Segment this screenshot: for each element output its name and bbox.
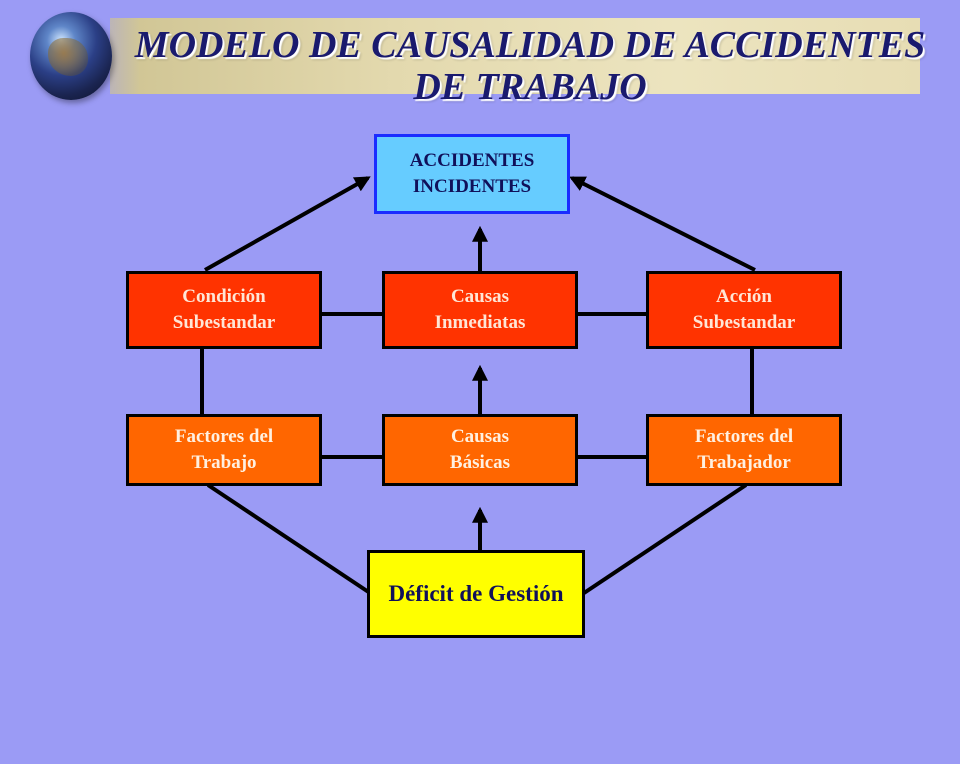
node-accidentes-incidentes: ACCIDENTES INCIDENTES (374, 134, 570, 214)
arrow-condicion-to-accidentes (204, 176, 371, 272)
node-condicion-subestandar: Condición Subestandar (126, 271, 322, 349)
globe-icon (30, 12, 112, 100)
page-title: MODELO DE CAUSALIDAD DE ACCIDENTES DE TR… (134, 24, 926, 108)
link-trabajador-deficit (582, 483, 748, 595)
node-deficit-gestion: Déficit de Gestión (367, 550, 585, 638)
link-trabajo-deficit (206, 483, 372, 595)
node-factores-trabajador: Factores del Trabajador (646, 414, 842, 486)
title-banner (110, 18, 920, 94)
node-factores-trabajo: Factores del Trabajo (126, 414, 322, 486)
arrow-accion-to-accidentes (569, 176, 756, 272)
node-causas-basicas: Causas Básicas (382, 414, 578, 486)
node-accion-subestandar: Acción Subestandar (646, 271, 842, 349)
node-causas-inmediatas: Causas Inmediatas (382, 271, 578, 349)
